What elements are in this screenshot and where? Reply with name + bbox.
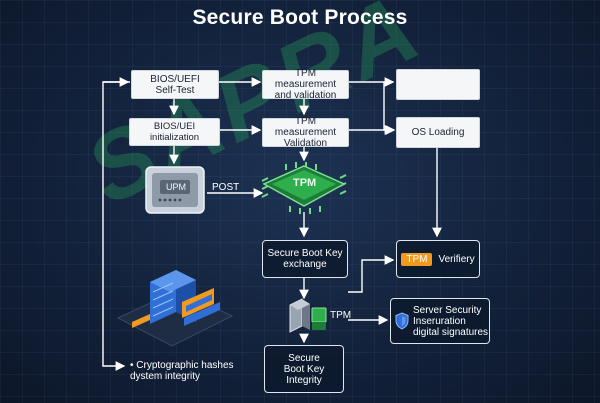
bios-self-test-box: BIOS/UEFI Self-Test — [131, 70, 219, 99]
post-label: POST — [212, 182, 240, 193]
verifiery-box: TPM Verifiery — [396, 240, 480, 278]
blank-box — [396, 69, 480, 100]
tpm-measurement-validation-2-box: TPM measurement Validation — [262, 116, 349, 149]
tpm-small-label: TPM — [330, 310, 352, 321]
server-security-box: Server Security Inseruration digital sig… — [390, 298, 490, 344]
os-loading-box: OS Loading — [396, 117, 480, 148]
secure-boot-key-integrity-box: Secure Boot Key Integrity — [264, 345, 344, 393]
cryptographic-hashes-note: • Cryptographic hashes dystem integrity — [130, 360, 234, 382]
upm-label: UPM — [166, 182, 186, 192]
shield-icon — [395, 312, 409, 330]
tpm-measurement-validation-box: TPM measurement and validation — [262, 68, 349, 101]
verifiery-label: Verifiery — [438, 253, 475, 265]
tpm-chip-label: TPM — [293, 177, 317, 189]
tpm-badge: TPM — [401, 252, 433, 266]
server-security-label: Server Security Inseruration digital sig… — [413, 304, 489, 338]
diagram-title: Secure Boot Process — [192, 6, 408, 29]
bios-init-box: BIOS/UEI initialization — [129, 118, 220, 146]
secure-boot-key-exchange-box: Secure Boot Key exchange — [262, 240, 348, 278]
